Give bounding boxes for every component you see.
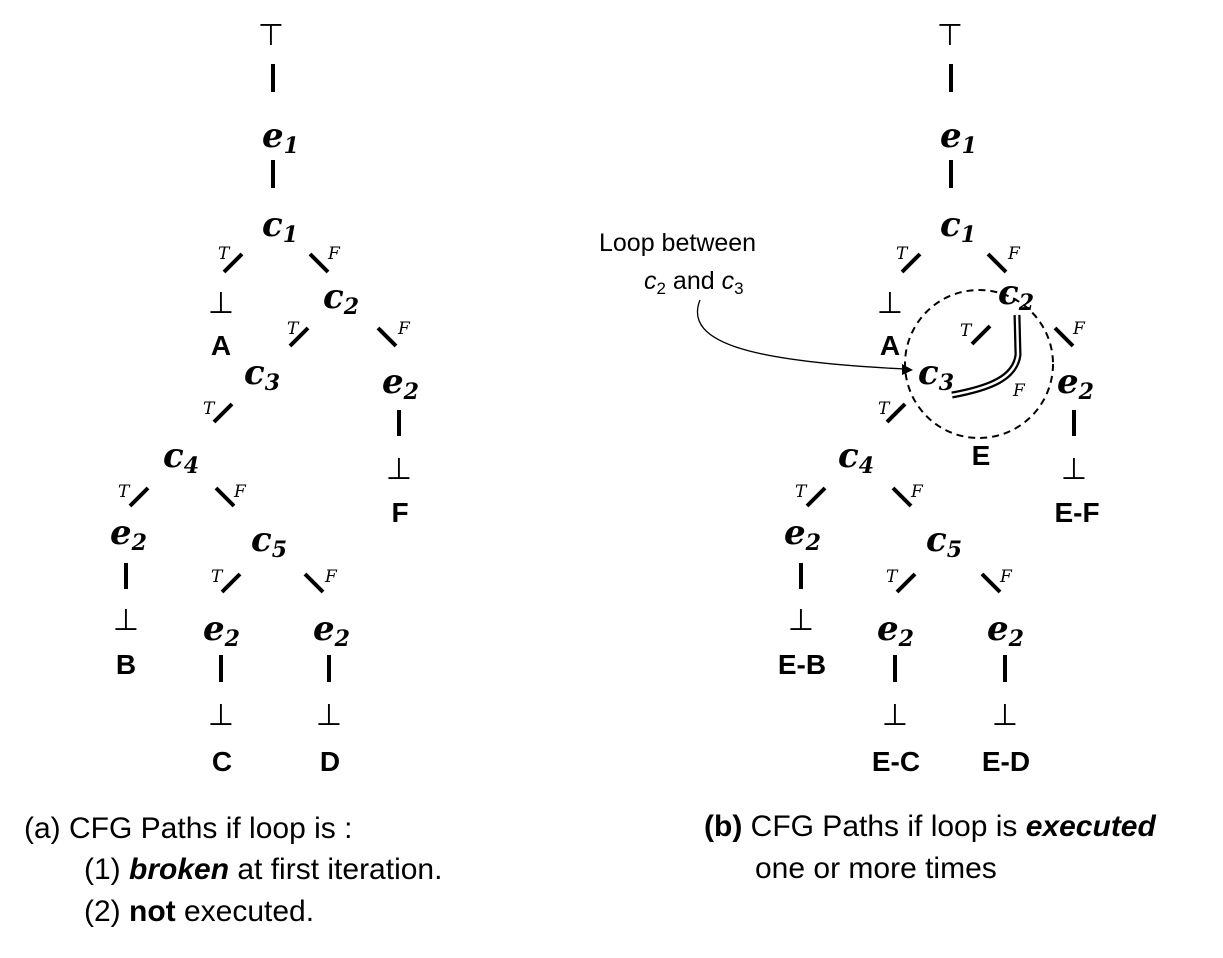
left-node-c2: c2 bbox=[323, 277, 359, 320]
right-edge-c4-false bbox=[891, 486, 913, 508]
right-node-e2-EC: e2 bbox=[877, 609, 914, 652]
left-bottom-B: ⊥ bbox=[113, 603, 139, 638]
right-label-loop-false: F bbox=[1012, 381, 1026, 401]
right-node-e2-EB: e2 bbox=[784, 513, 821, 556]
right-node-c1: c1 bbox=[940, 205, 976, 248]
loop-back-edge-inner bbox=[951, 314, 1020, 397]
loop-annotation-line2: c2 and c3 bbox=[644, 267, 744, 298]
left-leaf-C: C bbox=[212, 746, 232, 777]
right-edge-c1-false bbox=[986, 252, 1008, 274]
left-node-c3: c3 bbox=[244, 353, 280, 396]
left-node-e2-B: e2 bbox=[110, 513, 147, 556]
left-edge-c4-true bbox=[128, 486, 150, 508]
caption-left-line3: (2) not executed. bbox=[84, 895, 314, 928]
right-leaf-ED: E-D bbox=[982, 746, 1030, 777]
loop-annotation-arrowhead bbox=[902, 364, 913, 375]
right-leaf-A: A bbox=[880, 330, 900, 361]
left-node-c5: c5 bbox=[251, 520, 287, 563]
loop-circle bbox=[904, 289, 1054, 439]
right-node-e2-ED: e2 bbox=[987, 609, 1024, 652]
right-edge-c5-true bbox=[895, 572, 917, 594]
right-label-c2-false: F bbox=[1072, 319, 1086, 339]
right-leaf-E: E bbox=[972, 440, 991, 471]
left-tree: ⊤ e1 c1 T F ⊥ A c2 T F c3 e2 ⊥ F T c4 T … bbox=[110, 18, 419, 777]
left-bottom-C: ⊥ bbox=[208, 698, 234, 733]
left-edge-c1-false bbox=[308, 252, 330, 274]
right-edge-c3-true bbox=[885, 402, 907, 424]
caption-right-line1: (b) CFG Paths if loop is executed bbox=[704, 810, 1156, 843]
right-node-c4: c4 bbox=[838, 436, 874, 479]
right-label-c1-false: F bbox=[1007, 244, 1021, 264]
loop-annotation-arrow bbox=[696, 299, 906, 370]
right-node-c3: c3 bbox=[918, 353, 954, 396]
right-leaf-EB: E-B bbox=[778, 649, 826, 680]
right-leaf-EF: E-F bbox=[1054, 497, 1099, 528]
left-leaf-F: F bbox=[391, 497, 408, 528]
right-label-c4-false: F bbox=[910, 482, 924, 502]
loop-annotation-line1: Loop between bbox=[599, 229, 756, 257]
right-bottom-ED: ⊥ bbox=[992, 698, 1018, 733]
left-edge-c3-true bbox=[212, 402, 234, 424]
left-bottom-D: ⊥ bbox=[316, 698, 342, 733]
left-label-c5-true: T bbox=[211, 567, 224, 587]
left-leaf-B: B bbox=[116, 649, 136, 680]
caption-left-line1: (a) CFG Paths if loop is : bbox=[24, 812, 352, 845]
right-edge-c4-true bbox=[805, 486, 827, 508]
right-edge-c5-false bbox=[980, 572, 1002, 594]
right-tree: ⊤ e1 c1 T F ⊥ A c2 T F F c3 E e2 ⊥ E-F T bbox=[599, 18, 1100, 777]
right-label-c5-true: T bbox=[886, 567, 899, 587]
left-label-c1-false: F bbox=[327, 244, 341, 264]
right-node-c5: c5 bbox=[926, 520, 962, 563]
right-label-c4-true: T bbox=[795, 482, 808, 502]
left-node-e2-D: e2 bbox=[313, 609, 350, 652]
right-node-e1: e1 bbox=[940, 116, 977, 159]
left-label-c2-false: F bbox=[397, 319, 411, 339]
left-bottom-A: ⊥ bbox=[208, 286, 234, 321]
left-edge-c2-true bbox=[288, 326, 310, 348]
left-leaf-D: D bbox=[320, 746, 340, 777]
right-label-c5-false: F bbox=[999, 567, 1013, 587]
left-edge-c5-true bbox=[220, 572, 242, 594]
left-label-c1-true: T bbox=[218, 244, 231, 264]
left-label-c5-false: F bbox=[324, 567, 338, 587]
right-bottom-A: ⊥ bbox=[877, 286, 903, 321]
captions: (a) CFG Paths if loop is : (1) broken at… bbox=[24, 810, 1156, 928]
left-bottom-F: ⊥ bbox=[386, 452, 412, 487]
left-node-e1: e1 bbox=[262, 116, 299, 159]
left-edge-c5-false bbox=[303, 572, 325, 594]
right-edge-c2-false bbox=[1053, 326, 1075, 348]
left-label-c3-true: T bbox=[203, 399, 216, 419]
right-bottom-EB: ⊥ bbox=[788, 603, 814, 638]
right-edge-c1-true bbox=[900, 252, 922, 274]
left-label-c4-true: T bbox=[118, 482, 131, 502]
right-label-c1-true: T bbox=[896, 244, 909, 264]
right-bottom-EC: ⊥ bbox=[882, 698, 908, 733]
left-node-c1: c1 bbox=[262, 205, 298, 248]
left-leaf-A: A bbox=[211, 330, 231, 361]
left-edge-c2-false bbox=[376, 326, 398, 348]
right-bottom-EF: ⊥ bbox=[1061, 452, 1087, 487]
right-top-symbol: ⊤ bbox=[937, 18, 963, 53]
right-node-c2: c2 bbox=[998, 273, 1034, 316]
left-top-symbol: ⊤ bbox=[258, 18, 284, 53]
left-label-c2-true: T bbox=[287, 319, 300, 339]
right-label-c3-true: T bbox=[878, 399, 891, 419]
right-label-c2-true: T bbox=[960, 321, 973, 341]
right-leaf-EC: E-C bbox=[872, 746, 920, 777]
caption-right-line2: one or more times bbox=[755, 852, 997, 885]
left-edge-c1-true bbox=[222, 252, 244, 274]
left-node-e2-C: e2 bbox=[203, 609, 240, 652]
right-node-e2-EF: e2 bbox=[1057, 362, 1094, 405]
left-node-c4: c4 bbox=[163, 436, 199, 479]
caption-left-line2: (1) broken at first iteration. bbox=[84, 853, 442, 886]
left-edge-c4-false bbox=[214, 486, 236, 508]
left-node-e2-right: e2 bbox=[382, 362, 419, 405]
left-label-c4-false: F bbox=[233, 482, 247, 502]
right-edge-c2-true bbox=[970, 324, 992, 346]
